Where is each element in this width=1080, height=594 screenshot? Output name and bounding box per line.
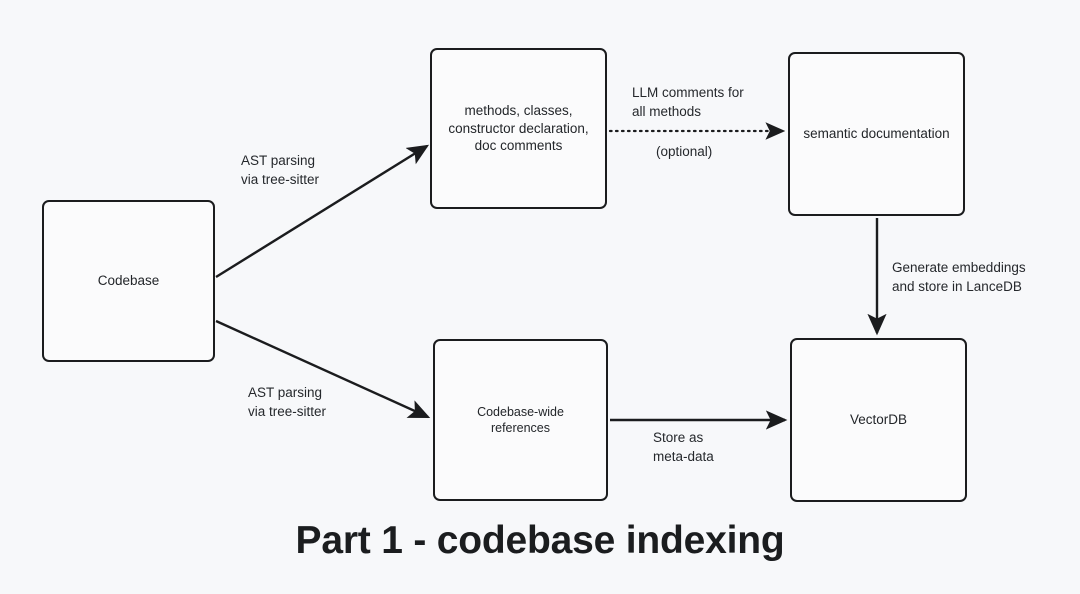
- node-semantic-documentation-label: semantic documentation: [803, 126, 950, 142]
- edge-label-optional: (optional): [656, 144, 713, 159]
- edge-label-ast-parsing-bottom: AST parsing via tree-sitter: [248, 385, 327, 419]
- edge-label-llm-comments: LLM comments for all methods: [632, 85, 744, 119]
- node-methods-classes[interactable]: methods, classes, constructor declaratio…: [430, 48, 607, 209]
- node-methods-classes-label: methods, classes, constructor declaratio…: [448, 102, 589, 154]
- node-codebase-wide-references-label: Codebase-wide references: [477, 404, 564, 436]
- edge-label-generate-embeddings: Generate embeddings and store in LanceDB: [892, 260, 1026, 294]
- node-codebase-label: Codebase: [97, 273, 160, 289]
- diagram-title: Part 1 - codebase indexing: [295, 519, 785, 562]
- node-codebase-wide-references[interactable]: Codebase-wide references: [433, 339, 608, 501]
- node-vectordb[interactable]: VectorDB: [790, 338, 967, 502]
- node-codebase[interactable]: Codebase: [42, 200, 215, 362]
- edge-label-ast-parsing-top: AST parsing via tree-sitter: [241, 153, 320, 187]
- node-semantic-documentation[interactable]: semantic documentation: [788, 52, 965, 216]
- edge-label-store-as-meta-data: Store as meta-data: [653, 430, 714, 464]
- node-vectordb-label: VectorDB: [849, 412, 908, 428]
